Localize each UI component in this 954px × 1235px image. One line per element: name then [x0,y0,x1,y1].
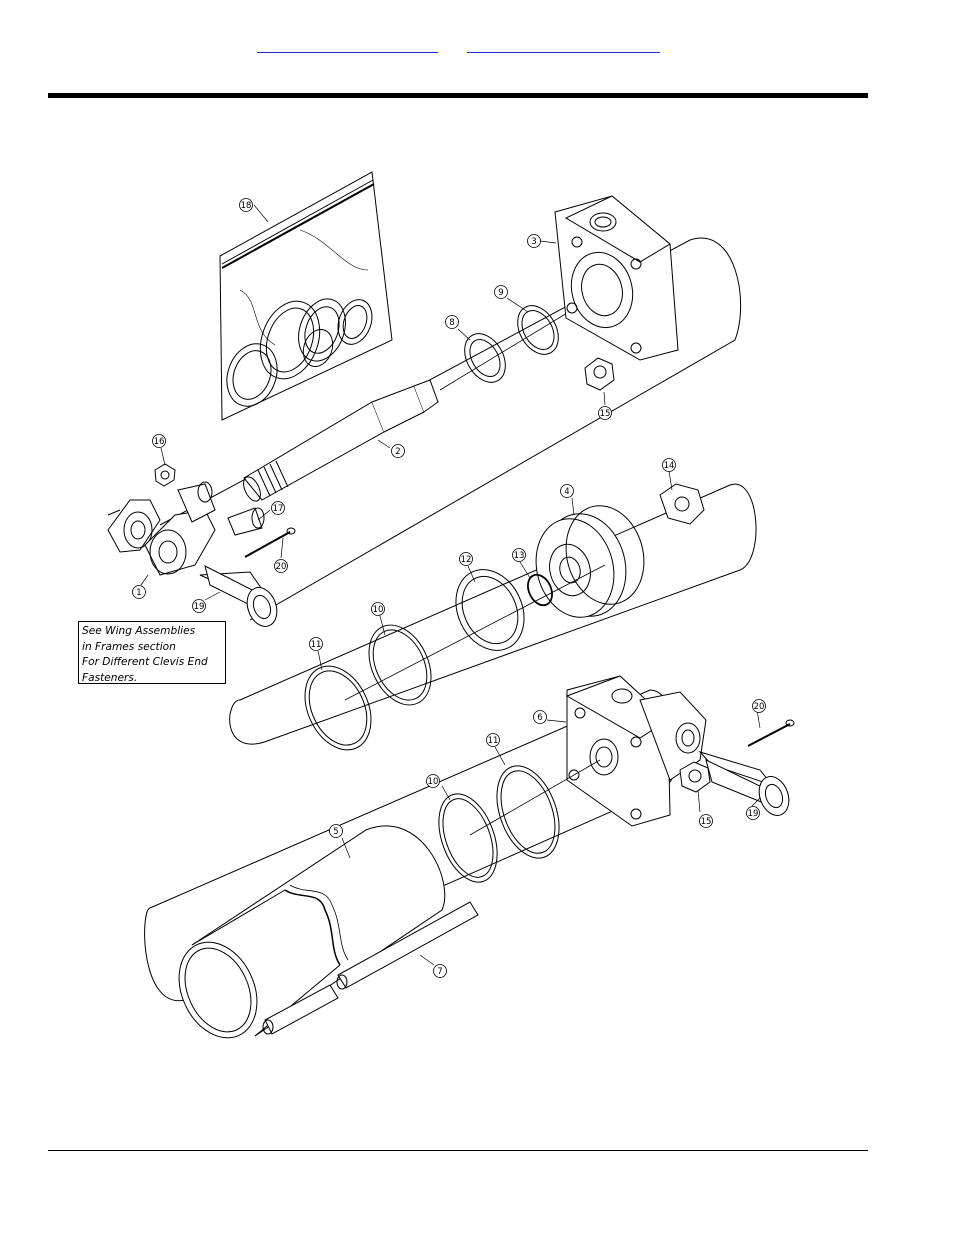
callout-circle [445,315,459,329]
callout-circle [494,285,508,299]
clevis-assembly [107,463,296,627]
lock-nut-upper [584,357,615,391]
callout-number: 13 [514,551,525,561]
callout-number: 19 [194,602,205,612]
piston [535,483,705,618]
piston-rings [304,564,606,751]
callout-number: 12 [461,555,472,565]
callout-number: 10 [428,777,439,787]
rod-seals [464,305,559,383]
callout-number: 6 [537,713,542,723]
tie-rods [262,901,479,1035]
callout-number: 2 [395,447,400,457]
callout-number: 4 [564,487,569,497]
note-box: See Wing Assemblies in Frames section Fo… [78,621,226,684]
note-line: Fasteners. [82,671,138,684]
callout-number: 14 [664,461,675,471]
callout-circle [239,198,253,212]
callout-circle [512,548,526,562]
callout-circle [309,637,323,651]
header-link-right[interactable] [467,38,660,53]
callout-circle [329,824,343,838]
callout-circle [486,733,500,747]
callout-circle [192,599,206,613]
callout-number: 18 [241,201,252,211]
callout-circle [598,406,612,420]
callout-number: 3 [531,237,536,247]
header-rule [48,93,868,98]
callout-number: 11 [311,640,322,650]
callout-number: 11 [488,736,499,746]
callout-circle [274,559,288,573]
callout-number: 17 [273,504,284,514]
callout-number: 20 [276,562,287,572]
footer-rule [48,1150,868,1151]
callout-number: 7 [437,967,442,977]
callout-number: 5 [333,827,338,837]
callout-circle [560,484,574,498]
callout-circle [752,699,766,713]
callout-circle [371,602,385,616]
note-line: For Different Clevis End [82,656,208,668]
callout-circle [132,585,146,599]
lower-rings [438,759,601,883]
header-link-left[interactable] [257,38,438,53]
callout-circle [152,434,166,448]
callout-circle [699,814,713,828]
base-end-cap [565,675,795,827]
callout-number: 10 [373,605,384,615]
callout-circle [527,234,541,248]
piston-rod [243,289,606,502]
callout-number: 15 [600,409,611,419]
note-line: in Frames section [82,640,176,653]
callout-number: 15 [701,817,712,827]
seal-kit-bag [219,171,393,421]
callout-number: 19 [748,809,759,819]
barrel-tube [178,825,446,1039]
rod-end-cap [554,195,679,361]
callout-circle [433,964,447,978]
callout-number: 9 [498,288,503,298]
callout-circle [271,501,285,515]
callout-circle [391,444,405,458]
callout-circle [746,806,760,820]
callout-leaders [140,204,761,966]
callout-circle [662,458,676,472]
note-line: See Wing Assemblies [82,625,196,637]
callout-number: 20 [754,702,765,712]
callout-number: 1 [136,588,141,598]
callout-number: 8 [449,318,454,328]
callout-circle [426,774,440,788]
callout-circle [459,552,473,566]
callout-number: 16 [154,437,165,447]
callout-circle [533,710,547,724]
